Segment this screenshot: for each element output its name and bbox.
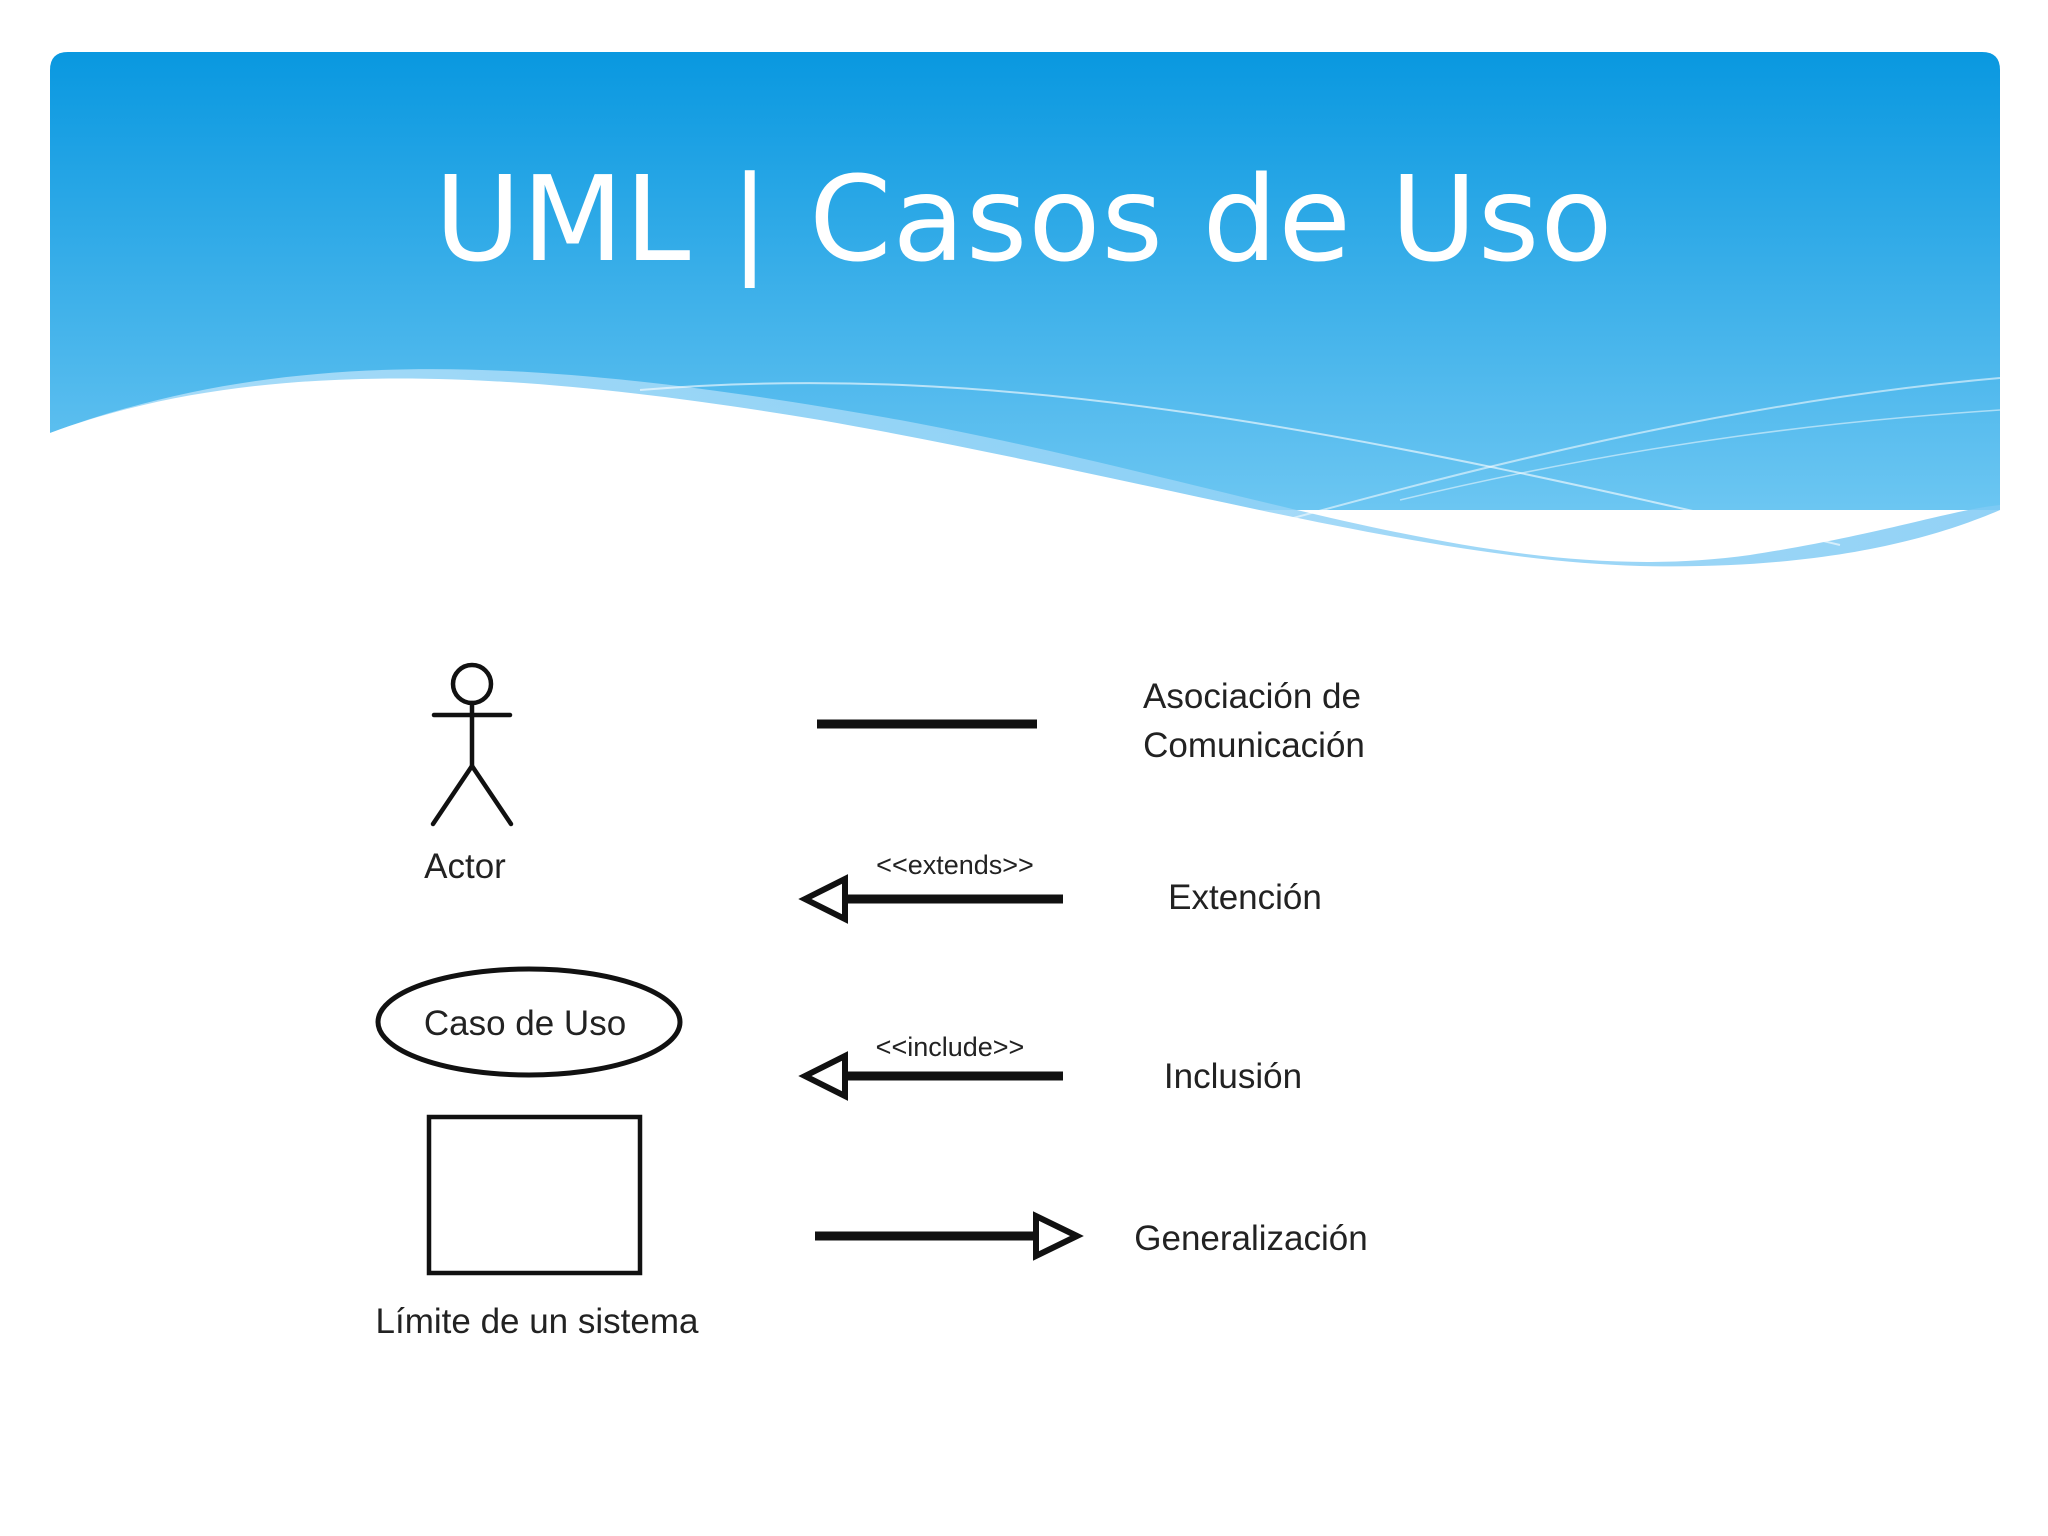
include-arrow-label: <<include>> [876, 1032, 1025, 1062]
association-description-line-1: Asociación de [1143, 677, 1361, 716]
generalization-description: Generalización [1134, 1219, 1367, 1258]
generalization-arrow [815, 1211, 1084, 1261]
include-arrow [798, 1051, 1063, 1101]
actor-label: Actor [424, 847, 506, 886]
slide-title: UML | Casos de Uso [434, 150, 1614, 288]
inclusion-description: Inclusión [1164, 1057, 1302, 1096]
extends-arrow-label: <<extends>> [876, 850, 1034, 880]
header-wave-line-2 [1249, 377, 2001, 531]
use-case-ellipse [375, 966, 683, 1078]
actor-icon [430, 662, 514, 827]
header-wave-white [0, 378, 2000, 1536]
system-boundary-box [426, 1114, 643, 1276]
system-boundary-label: Límite de un sistema [376, 1302, 699, 1341]
use-case-label: Caso de Uso [424, 1004, 626, 1043]
extension-description: Extención [1168, 878, 1322, 917]
association-description-line-2: Comunicación [1143, 726, 1365, 765]
header-wave-line-1 [639, 382, 1841, 546]
extends-arrow [798, 874, 1063, 924]
header-wave-line-3 [1399, 409, 2001, 501]
